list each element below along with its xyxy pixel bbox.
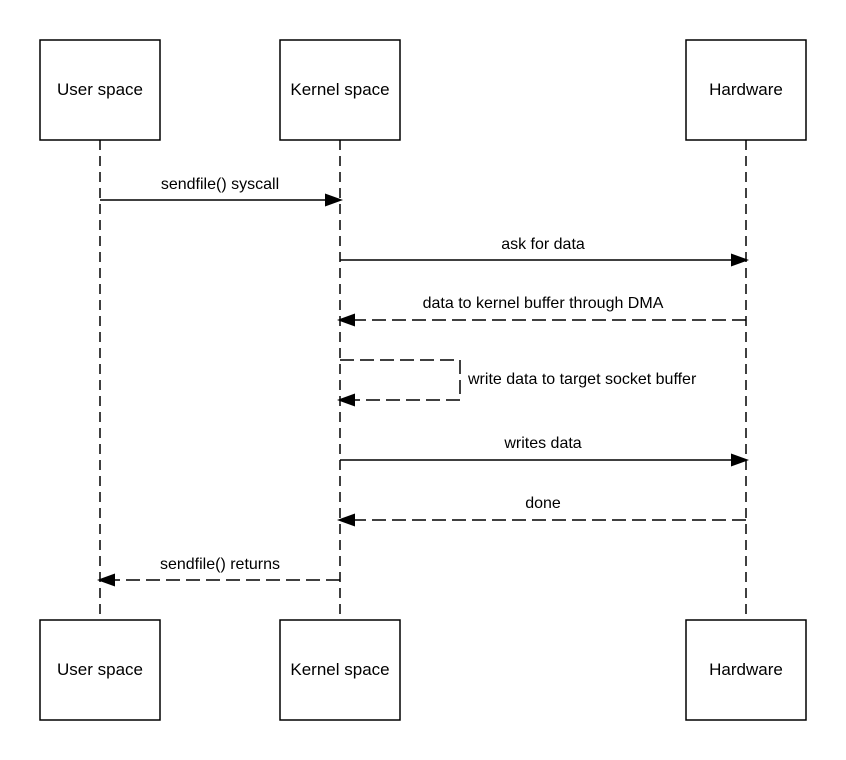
participant-label: Kernel space [290,80,389,99]
participant-box [39,619,161,721]
arrowhead-right-icon [731,453,749,467]
arrowhead-left-icon [337,393,355,407]
message-sendfile-syscall: sendfile() syscall [100,176,343,207]
participant-kernel-space-top: Kernel space [279,39,401,141]
message-done: done [337,495,746,527]
messages: sendfile() syscall ask for data data to … [97,176,749,587]
message-data-to-kernel-buffer: data to kernel buffer through DMA [337,295,746,327]
message-label: write data to target socket buffer [467,371,697,388]
message-label: ask for data [501,236,585,253]
message-label: writes data [503,435,581,452]
arrowhead-left-icon [337,513,355,527]
arrowhead-left-icon [337,313,355,327]
participant-user-space-top: User space [39,39,161,141]
message-sendfile-returns: sendfile() returns [97,556,340,587]
message-ask-for-data: ask for data [340,236,749,267]
arrowhead-left-icon [97,573,115,587]
participants-top: User space Kernel space Hardware [39,39,807,141]
participant-box [685,619,807,721]
participant-label: User space [57,660,143,679]
participant-label: Hardware [709,660,783,679]
participant-label: Hardware [709,80,783,99]
arrowhead-right-icon [731,253,749,267]
participant-hardware-bottom: Hardware [685,619,807,721]
participant-label: Kernel space [290,660,389,679]
message-label: done [525,495,561,512]
lifelines [99,140,747,620]
participant-box [685,39,807,141]
message-write-data-to-socket-buffer: write data to target socket buffer [337,359,697,407]
arrowhead-right-icon [325,193,343,207]
message-self-loop-line [340,359,461,401]
participant-user-space-bottom: User space [39,619,161,721]
participant-box [39,39,161,141]
participant-kernel-space-bottom: Kernel space [279,619,401,721]
participant-label: User space [57,80,143,99]
message-label: sendfile() returns [160,556,280,573]
participants-bottom: User space Kernel space Hardware [39,619,807,721]
message-label: data to kernel buffer through DMA [423,295,664,312]
message-label: sendfile() syscall [161,176,279,193]
participant-box [279,39,401,141]
participant-box [279,619,401,721]
participant-hardware-top: Hardware [685,39,807,141]
message-writes-data: writes data [340,435,749,467]
